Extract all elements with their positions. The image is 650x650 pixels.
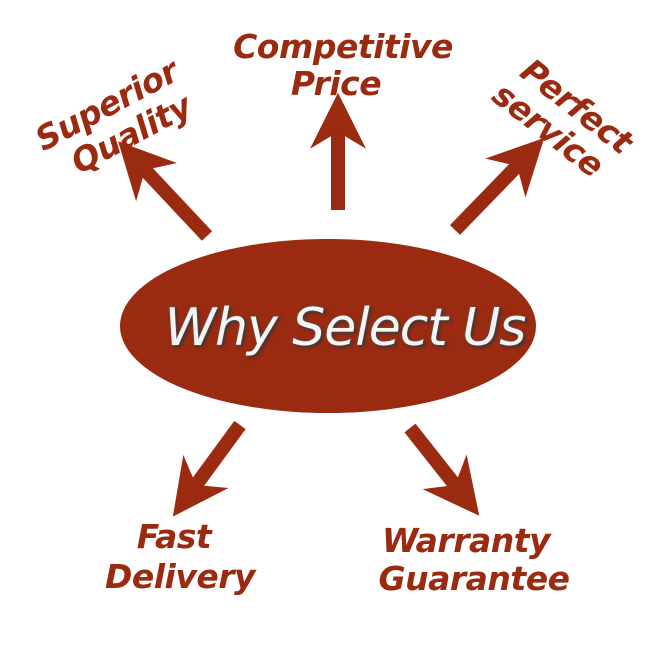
fast-delivery-line-2: Delivery xyxy=(105,557,257,596)
arrow-perfect-service xyxy=(449,137,545,235)
competitive-price-line-1: Competitive xyxy=(233,27,453,66)
label-superior-quality: Superior Quality xyxy=(29,50,200,182)
competitive-price-line-2: Price xyxy=(291,64,381,103)
arrows xyxy=(118,92,545,517)
label-competitive-price: Competitive Price xyxy=(233,27,453,103)
arrow-warranty-guarantee xyxy=(404,423,480,516)
warranty-guarantee-line-1: Warranty xyxy=(382,521,552,560)
fast-delivery-line-1: Fast xyxy=(137,517,213,556)
center-label: Why Select Us xyxy=(165,298,526,358)
warranty-guarantee-line-2: Guarantee xyxy=(379,559,570,598)
label-fast-delivery: Fast Delivery xyxy=(105,517,258,596)
center-ellipse xyxy=(120,239,536,413)
arrow-fast-delivery xyxy=(172,420,246,517)
arrow-superior-quality xyxy=(118,141,213,241)
label-warranty-guarantee: Warranty Guarantee xyxy=(379,521,571,598)
